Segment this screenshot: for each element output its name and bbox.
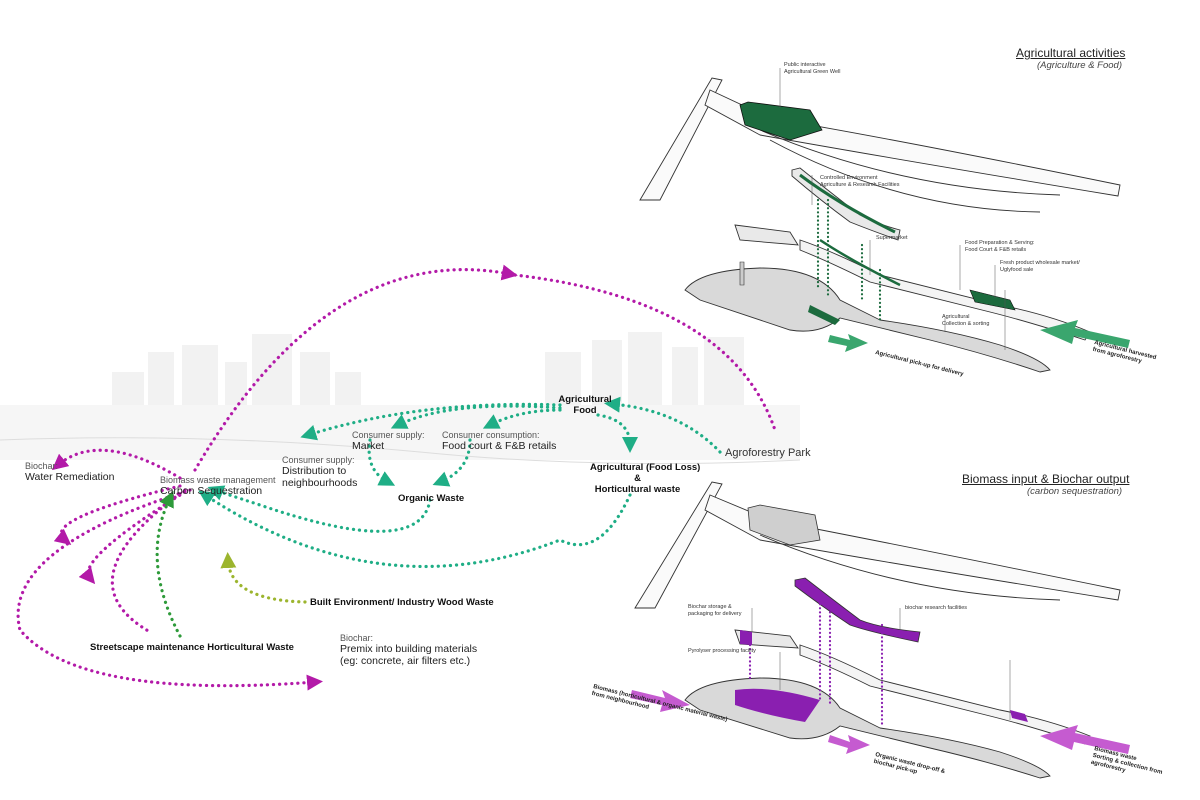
carbon-sequestration-sub: Biomass waste management <box>160 475 276 485</box>
agri-collection-line2: Collection & sorting <box>942 320 990 327</box>
pickup-arrow <box>828 334 868 352</box>
biochar-storage-line2: packaging for delivery <box>688 610 742 617</box>
city-skyline-background <box>0 332 800 460</box>
biomass-in-arrow <box>630 690 690 712</box>
distribution-sub: Consumer supply: <box>282 455 355 465</box>
biomass-waste-arrow <box>1040 725 1130 754</box>
fresh-product-line1: Fresh product wholesale market/ <box>1000 260 1080 266</box>
carbon-sequestration-main: Carbon Sequestration <box>160 485 263 498</box>
node-carbon-sequestration: Biomass waste management Carbon Sequestr… <box>160 475 276 497</box>
flow-to-water-remediation <box>51 448 182 480</box>
flow-food-to-foodloss <box>596 413 638 453</box>
node-agricultural-food: Agricultural Food <box>558 394 612 416</box>
premix-sub: Biochar: <box>340 633 374 643</box>
panel-top-subtitle: (Agriculture & Food) <box>1037 60 1123 71</box>
food-loss-line1: Agricultural (Food Loss) <box>590 462 701 473</box>
dropoff-arrow <box>828 735 870 754</box>
label-agri-collection: Agricultural Collection & sorting <box>942 314 989 327</box>
node-consumption: Consumer consumption: Food court & F&B r… <box>442 430 556 452</box>
label-cea: Controlled Environment Agriculture & Res… <box>820 175 899 188</box>
fresh-product-line2: Uglyfood sale <box>1000 266 1034 273</box>
food-prep-line2: Food Court & F&B retails <box>965 246 1027 253</box>
label-biochar-storage: Biochar storage & packaging for delivery <box>688 604 742 617</box>
label-green-well: Public interactive Agricultural Green We… <box>784 62 840 75</box>
node-water-remediation: Biochar: Water Remediation <box>25 461 114 483</box>
cea-line1: Controlled Environment <box>820 175 878 181</box>
food-prep-line1: Food Preparation & Serving: <box>965 240 1035 246</box>
carbon-flows <box>16 264 777 691</box>
flow-foodloss-to-carbon <box>198 490 632 568</box>
flow-built-env-to-carbon <box>220 552 307 604</box>
water-remediation-sub: Biochar: <box>25 461 59 471</box>
flow-market-to-waste <box>367 438 396 486</box>
flow-to-agroforestry-top <box>193 264 518 472</box>
node-built-environment: Built Environment/ Industry Wood Waste <box>310 597 494 608</box>
panel-top-title: Agricultural activities <box>1016 46 1126 60</box>
flow-arc-right <box>513 273 777 432</box>
panel-bottom-subtitle: (carbon sequestration) <box>1027 486 1123 497</box>
flow-streetscape-to-carbon <box>155 490 182 638</box>
flow-food-to-market <box>390 404 562 429</box>
food-loss-line2: & <box>634 472 641 484</box>
green-well-line1: Public interactive <box>784 62 826 68</box>
agri-collection-line1: Agricultural <box>942 314 970 320</box>
node-agroforestry-park: Agroforestry Park <box>725 447 811 459</box>
node-organic-waste: Organic Waste <box>398 493 465 504</box>
flow-waste-to-carbon <box>207 485 432 533</box>
flow-loop-left <box>53 484 182 546</box>
label-pyrolyser: Pyrolyser processing facility <box>688 648 756 654</box>
flow-streetscape-return <box>110 488 187 634</box>
food-flows <box>198 396 722 568</box>
flow-to-premix <box>16 488 323 691</box>
consumption-sub: Consumer consumption: <box>442 430 540 440</box>
label-food-prep: Food Preparation & Serving: Food Court &… <box>965 240 1034 253</box>
flow-food-to-distribution <box>300 402 562 441</box>
label-biochar-research: biochar research facilities <box>905 605 968 611</box>
flow-consumption-to-waste <box>432 438 472 487</box>
node-distribution: Consumer supply: Distribution to neighbo… <box>282 455 358 489</box>
green-well-block <box>739 101 823 141</box>
harvest-arrow <box>1040 320 1130 348</box>
distribution-main: Distribution to neighbourhoods <box>282 465 358 490</box>
node-food-loss: Agricultural (Food Loss) & Horticultural… <box>590 462 701 496</box>
premix-main2: (eg: concrete, air filters etc.) <box>340 655 471 668</box>
flow-inner-loop <box>78 490 187 585</box>
market-main: Market <box>352 440 385 453</box>
water-remediation-main: Water Remediation <box>25 471 115 484</box>
ground-line <box>0 437 801 465</box>
premix-main1: Premix into building materials <box>340 643 478 656</box>
flow-agroforestry-to-food <box>604 396 722 454</box>
label-fresh-product: Fresh product wholesale market/ Uglyfood… <box>1000 260 1080 273</box>
panel-bottom-title: Biomass input & Biochar output <box>962 472 1130 486</box>
node-streetscape: Streetscape maintenance Horticultural Wa… <box>90 642 294 653</box>
flow-food-to-consumption <box>482 408 562 429</box>
biochar-storage-line1: Biochar storage & <box>688 604 732 610</box>
label-supermarket: Supermarket <box>876 235 908 241</box>
consumption-main: Food court & F&B retails <box>442 440 557 453</box>
green-well-line2: Agricultural Green Well <box>784 68 841 75</box>
node-market: Consumer supply: Market <box>352 430 425 452</box>
node-premix: Biochar: Premix into building materials … <box>340 633 477 667</box>
food-loss-line3: Horticultural waste <box>594 483 681 495</box>
axo-agricultural <box>639 68 1130 373</box>
cea-line2: Agriculture & Research Facilities <box>820 181 900 188</box>
axo-biomass <box>630 481 1130 779</box>
market-sub: Consumer supply: <box>352 430 425 440</box>
